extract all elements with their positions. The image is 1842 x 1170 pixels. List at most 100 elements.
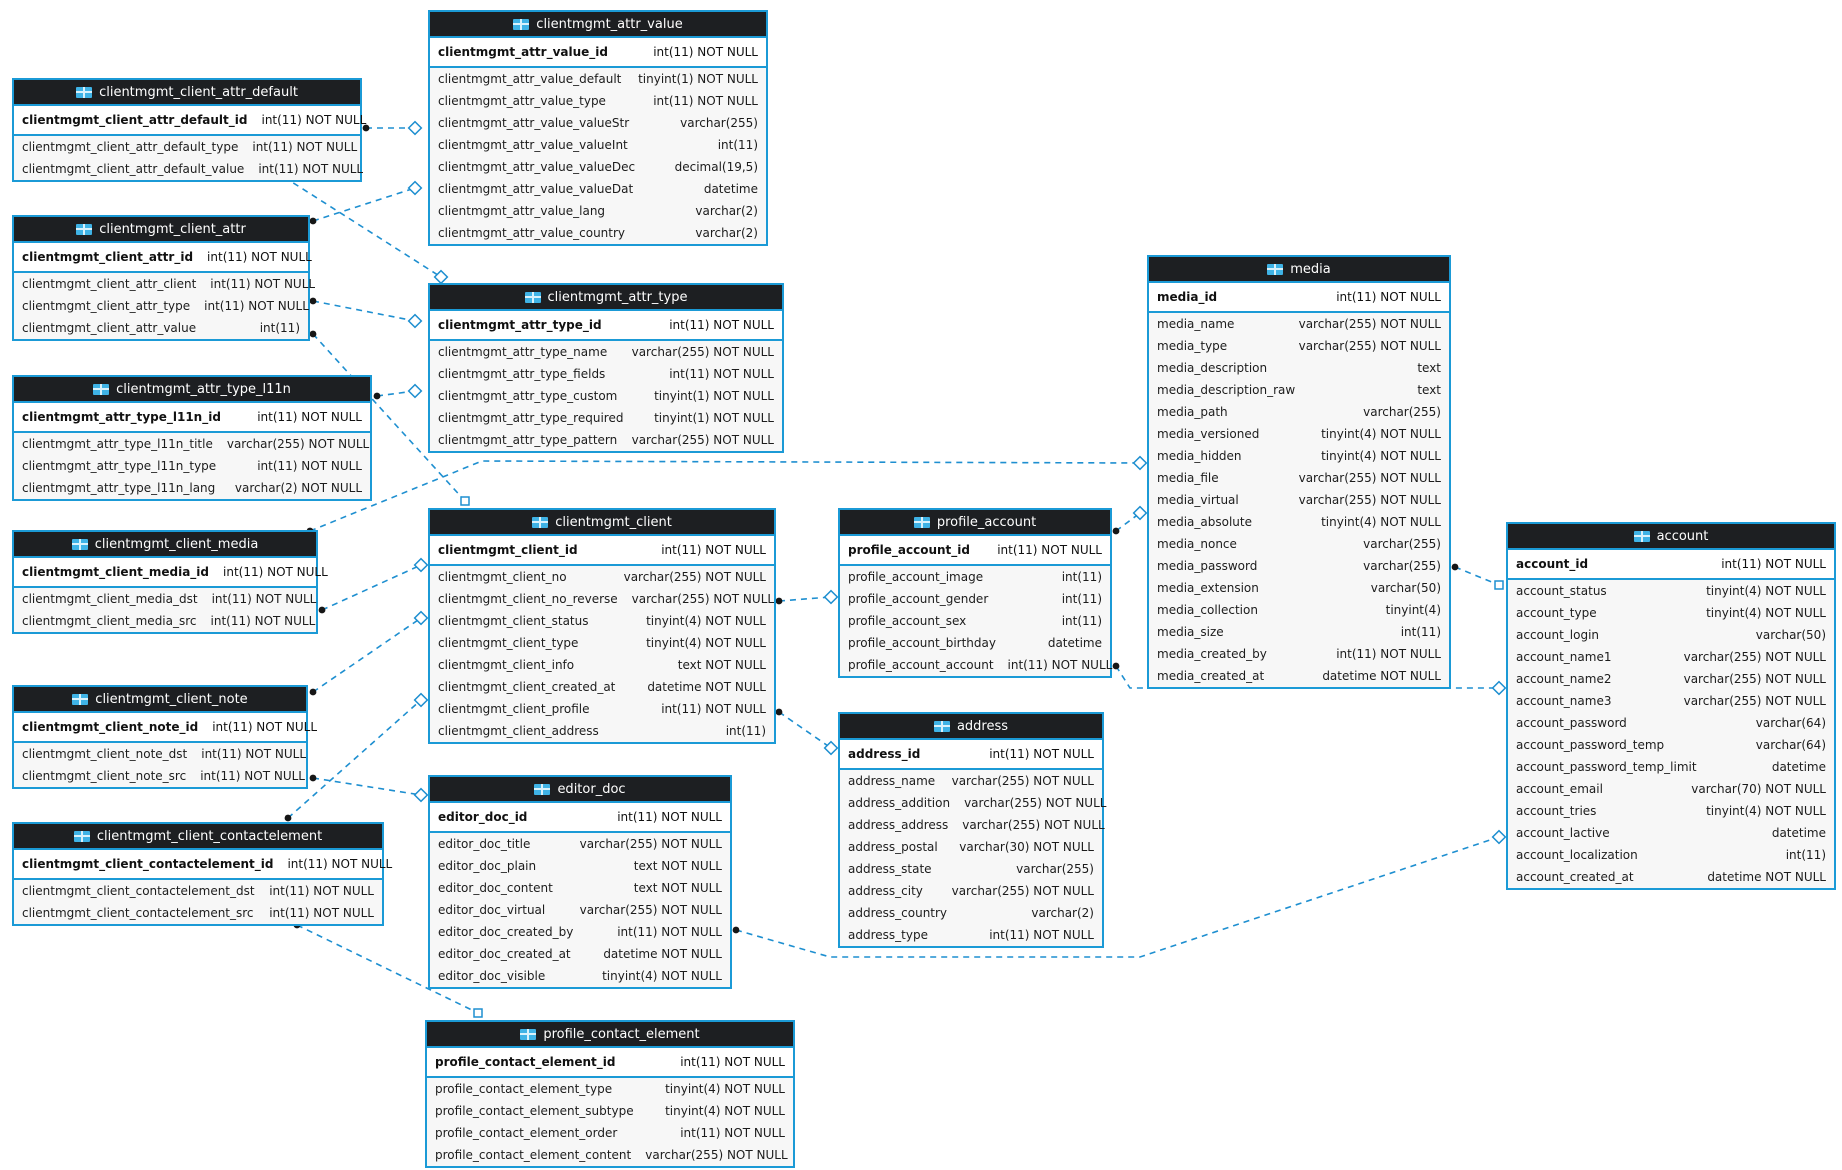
column-row[interactable]: media_password varchar(255) xyxy=(1149,555,1449,577)
column-row[interactable]: clientmgmt_attr_value_valueStr varchar(2… xyxy=(430,112,766,134)
table-header[interactable]: clientmgmt_client xyxy=(430,510,774,536)
table-clientmgmt_client_note[interactable]: clientmgmt_client_note clientmgmt_client… xyxy=(12,685,317,789)
column-row[interactable]: clientmgmt_client_contactelement_src int… xyxy=(14,902,382,924)
column-row[interactable]: account_password varchar(64) xyxy=(1508,712,1834,734)
column-row[interactable]: clientmgmt_attr_type_pattern varchar(255… xyxy=(430,429,782,451)
table-address[interactable]: address address_id int(11) NOT NULL addr… xyxy=(838,712,1106,948)
column-row[interactable]: account_type tinyint(4) NOT NULL xyxy=(1508,602,1834,624)
column-row[interactable]: editor_doc_title varchar(255) NOT NULL xyxy=(430,833,730,855)
relationship-line[interactable] xyxy=(1454,566,1500,586)
column-row[interactable]: clientmgmt_attr_type_required tinyint(1)… xyxy=(430,407,782,429)
column-row[interactable]: clientmgmt_attr_value_valueInt int(11) xyxy=(430,134,766,156)
primary-key-row[interactable]: clientmgmt_client_attr_default_id int(11… xyxy=(14,106,366,136)
table-header[interactable]: editor_doc xyxy=(430,777,730,803)
column-row[interactable]: address_country varchar(2) xyxy=(840,902,1102,924)
column-row[interactable]: media_extension varchar(50) xyxy=(1149,577,1449,599)
column-row[interactable]: address_type int(11) NOT NULL xyxy=(840,924,1102,946)
column-row[interactable]: clientmgmt_attr_value_country varchar(2) xyxy=(430,222,766,244)
column-row[interactable]: media_file varchar(255) NOT NULL xyxy=(1149,467,1449,489)
column-row[interactable]: editor_doc_plain text NOT NULL xyxy=(430,855,730,877)
column-row[interactable]: clientmgmt_client_media_dst int(11) NOT … xyxy=(14,588,316,610)
column-row[interactable]: profile_account_account int(11) NOT NULL xyxy=(840,654,1112,676)
column-row[interactable]: account_email varchar(70) NOT NULL xyxy=(1508,778,1834,800)
column-row[interactable]: media_created_by int(11) NOT NULL xyxy=(1149,643,1449,665)
column-row[interactable]: media_versioned tinyint(4) NOT NULL xyxy=(1149,423,1449,445)
column-row[interactable]: account_login varchar(50) xyxy=(1508,624,1834,646)
relationship-line[interactable] xyxy=(296,924,479,1014)
table-clientmgmt_client[interactable]: clientmgmt_client clientmgmt_client_id i… xyxy=(428,508,776,744)
column-row[interactable]: clientmgmt_client_attr_type int(11) NOT … xyxy=(14,295,309,317)
column-row[interactable]: clientmgmt_client_created_at datetime NO… xyxy=(430,676,774,698)
table-clientmgmt_client_media[interactable]: clientmgmt_client_media clientmgmt_clien… xyxy=(12,530,328,634)
table-media[interactable]: media media_id int(11) NOT NULL media_na… xyxy=(1147,255,1451,689)
relationship-line[interactable] xyxy=(312,333,466,502)
relationship-line[interactable] xyxy=(287,699,422,819)
column-row[interactable]: clientmgmt_attr_value_type int(11) NOT N… xyxy=(430,90,766,112)
column-row[interactable]: address_city varchar(255) NOT NULL xyxy=(840,880,1102,902)
column-row[interactable]: account_localization int(11) xyxy=(1508,844,1834,866)
primary-key-row[interactable]: clientmgmt_attr_type_l11n_id int(11) NOT… xyxy=(14,403,370,433)
column-row[interactable]: clientmgmt_client_attr_default_type int(… xyxy=(14,136,360,158)
table-header[interactable]: clientmgmt_client_attr xyxy=(14,217,308,243)
column-row[interactable]: media_hidden tinyint(4) NOT NULL xyxy=(1149,445,1449,467)
table-clientmgmt_attr_type_l11n[interactable]: clientmgmt_attr_type_l11n clientmgmt_att… xyxy=(12,375,372,501)
column-row[interactable]: clientmgmt_attr_value_default tinyint(1)… xyxy=(430,68,766,90)
column-row[interactable]: media_size int(11) xyxy=(1149,621,1449,643)
column-row[interactable]: media_name varchar(255) NOT NULL xyxy=(1149,313,1449,335)
column-row[interactable]: media_type varchar(255) NOT NULL xyxy=(1149,335,1449,357)
relationship-line[interactable] xyxy=(778,711,832,749)
column-row[interactable]: profile_account_birthday datetime xyxy=(840,632,1110,654)
column-row[interactable]: clientmgmt_attr_value_valueDec decimal(1… xyxy=(430,156,766,178)
relationship-line[interactable] xyxy=(735,836,1500,958)
column-row[interactable]: clientmgmt_attr_type_name varchar(255) N… xyxy=(430,341,782,363)
primary-key-row[interactable]: clientmgmt_client_note_id int(11) NOT NU… xyxy=(14,713,317,743)
primary-key-row[interactable]: clientmgmt_attr_value_id int(11) NOT NUL… xyxy=(430,38,766,68)
relationship-line[interactable] xyxy=(312,187,416,222)
column-row[interactable]: media_description text xyxy=(1149,357,1449,379)
column-row[interactable]: clientmgmt_attr_type_l11n_type int(11) N… xyxy=(14,455,370,477)
primary-key-row[interactable]: account_id int(11) NOT NULL xyxy=(1508,550,1834,580)
table-header[interactable]: clientmgmt_attr_type xyxy=(430,285,782,311)
table-header[interactable]: address xyxy=(840,714,1102,740)
table-account[interactable]: account account_id int(11) NOT NULL acco… xyxy=(1506,522,1836,890)
column-row[interactable]: account_lactive datetime xyxy=(1508,822,1834,844)
column-row[interactable]: clientmgmt_client_profile int(11) NOT NU… xyxy=(430,698,774,720)
column-row[interactable]: clientmgmt_client_note_src int(11) NOT N… xyxy=(14,765,306,787)
column-row[interactable]: profile_contact_element_content varchar(… xyxy=(427,1144,793,1166)
column-row[interactable]: clientmgmt_client_media_src int(11) NOT … xyxy=(14,610,316,632)
table-header[interactable]: profile_contact_element xyxy=(427,1022,793,1048)
column-row[interactable]: clientmgmt_client_address int(11) xyxy=(430,720,774,742)
column-row[interactable]: clientmgmt_client_info text NOT NULL xyxy=(430,654,774,676)
relationship-line[interactable] xyxy=(1115,665,1499,689)
column-row[interactable]: editor_doc_created_at datetime NOT NULL xyxy=(430,943,730,965)
column-row[interactable]: profile_contact_element_type tinyint(4) … xyxy=(427,1078,793,1100)
primary-key-row[interactable]: clientmgmt_client_media_id int(11) NOT N… xyxy=(14,558,328,588)
primary-key-row[interactable]: editor_doc_id int(11) NOT NULL xyxy=(430,803,730,833)
column-row[interactable]: account_name2 varchar(255) NOT NULL xyxy=(1508,668,1834,690)
column-row[interactable]: media_created_at datetime NOT NULL xyxy=(1149,665,1449,687)
column-row[interactable]: media_nonce varchar(255) xyxy=(1149,533,1449,555)
column-row[interactable]: clientmgmt_attr_type_custom tinyint(1) N… xyxy=(430,385,782,407)
column-row[interactable]: account_name3 varchar(255) NOT NULL xyxy=(1508,690,1834,712)
table-header[interactable]: profile_account xyxy=(840,510,1110,536)
column-row[interactable]: clientmgmt_client_attr_default_value int… xyxy=(14,158,363,180)
relationship-line[interactable] xyxy=(312,300,416,322)
table-editor_doc[interactable]: editor_doc editor_doc_id int(11) NOT NUL… xyxy=(428,775,732,989)
table-header[interactable]: account xyxy=(1508,524,1834,550)
column-row[interactable]: clientmgmt_attr_value_valueDat datetime xyxy=(430,178,766,200)
relationship-line[interactable] xyxy=(778,596,832,602)
relationship-line[interactable] xyxy=(312,777,422,796)
table-clientmgmt_attr_value[interactable]: clientmgmt_attr_value clientmgmt_attr_va… xyxy=(428,10,768,246)
column-row[interactable]: editor_doc_content text NOT NULL xyxy=(430,877,730,899)
table-profile_contact_element[interactable]: profile_contact_element profile_contact_… xyxy=(425,1020,795,1168)
column-row[interactable]: account_password_temp_limit datetime xyxy=(1508,756,1834,778)
primary-key-row[interactable]: clientmgmt_attr_type_id int(11) NOT NULL xyxy=(430,311,782,341)
table-header[interactable]: clientmgmt_client_contactelement xyxy=(14,824,382,850)
table-header[interactable]: clientmgmt_attr_type_l11n xyxy=(14,377,370,403)
column-row[interactable]: address_postal varchar(30) NOT NULL xyxy=(840,836,1102,858)
column-row[interactable]: editor_doc_visible tinyint(4) NOT NULL xyxy=(430,965,730,987)
column-row[interactable]: clientmgmt_attr_value_lang varchar(2) xyxy=(430,200,766,222)
column-row[interactable]: media_collection tinyint(4) xyxy=(1149,599,1449,621)
table-clientmgmt_client_contactelement[interactable]: clientmgmt_client_contactelement clientm… xyxy=(12,822,392,926)
